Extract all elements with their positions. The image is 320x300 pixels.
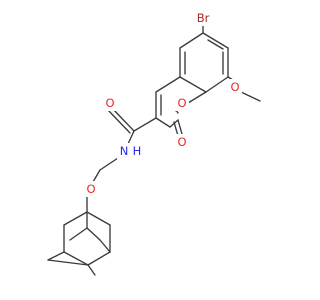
bond-p1 [155, 76, 181, 93]
bond-a2 [111, 107, 135, 132]
lactone-carbonyl-o-bg [175, 134, 189, 150]
bond-m2 [240, 91, 261, 102]
ring-oxygen-label: O [177, 96, 186, 110]
bond-b2 [202, 32, 229, 49]
bond-d3 [47, 251, 65, 261]
bond-d11 [86, 227, 101, 241]
molecule-diagram: Br O O O O N H O [47, 10, 261, 276]
bond-b5 [179, 76, 207, 93]
bond-c1 [177, 119, 183, 135]
bond-n1 [99, 157, 119, 171]
ring-o-bg [175, 95, 189, 111]
bromine-label: Br [197, 11, 210, 25]
bond-c3 [169, 119, 179, 128]
bond-d6 [87, 251, 111, 266]
bond-d4 [86, 211, 111, 226]
amide-oxygen-label: O [105, 96, 114, 110]
bond-d1 [63, 211, 88, 226]
ether-oxygen-label: O [86, 182, 95, 196]
lactone-carbonyl-oxygen-label: O [177, 135, 186, 149]
bond-d13 [87, 264, 96, 276]
bond-d10 [63, 251, 89, 266]
structure-drawing: Br O O O O N H O [47, 10, 261, 276]
br-label-bg [191, 10, 215, 26]
bond-b4 [205, 76, 229, 93]
amide-o-bg [103, 95, 117, 111]
atom-label-layer: Br O O O O N H O [84, 10, 242, 197]
amide-hydrogen-label: H [133, 144, 142, 158]
bond-b2i [207, 39, 224, 50]
bond-d7 [47, 259, 89, 266]
ether-o-bg [84, 181, 98, 197]
methoxy-o-bg [228, 79, 242, 95]
bond-c2 [173, 121, 179, 137]
bond-a3 [107, 109, 131, 134]
bond-p4 [155, 117, 171, 128]
bond-a4 [127, 130, 135, 145]
amide-nitrogen-label: N [120, 144, 129, 158]
bond-layer [47, 21, 261, 276]
bond-n2 [92, 169, 101, 183]
bond-p6 [187, 91, 207, 104]
methoxy-oxygen-label: O [230, 80, 239, 94]
bond-b7 [179, 32, 204, 49]
amide-nh-bg [117, 143, 145, 159]
bond-a1 [133, 117, 157, 132]
bond-d9 [69, 227, 88, 241]
bond-d12 [99, 239, 111, 253]
